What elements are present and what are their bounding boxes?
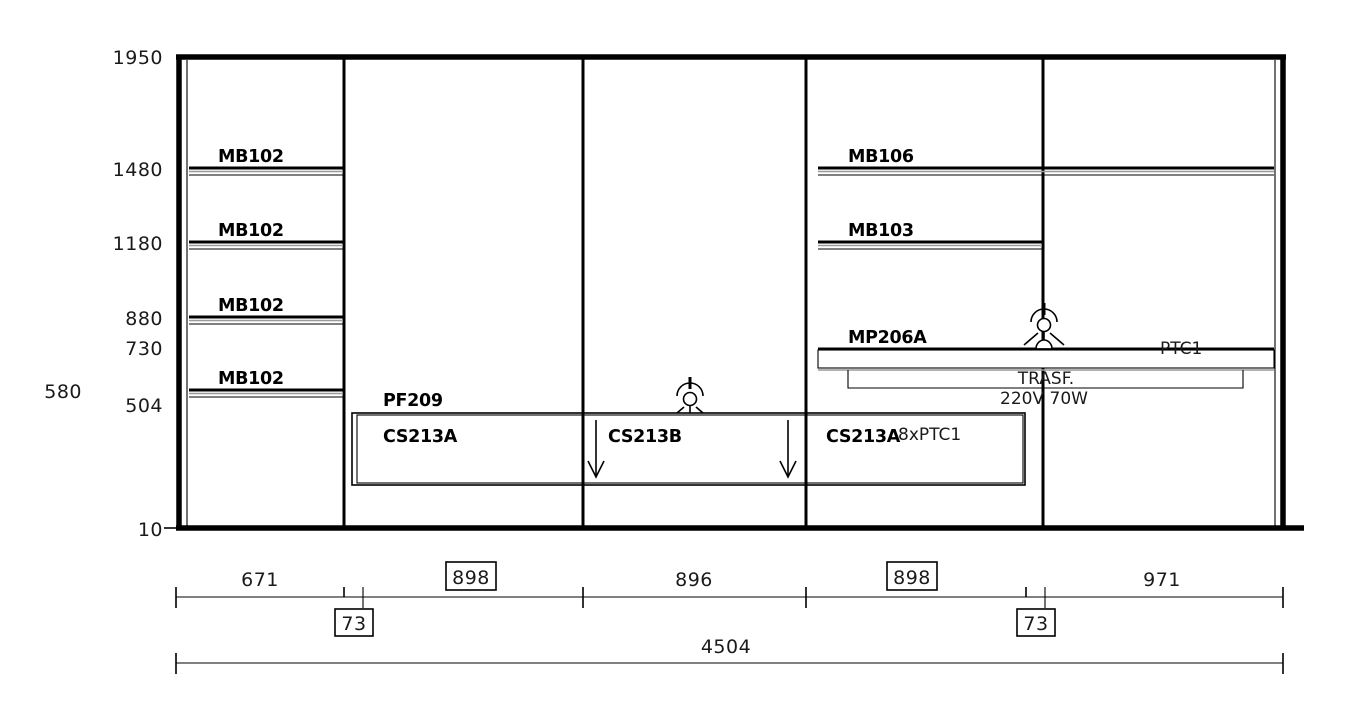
label-trasf: TRASF.	[1017, 369, 1074, 389]
label-cs213a-right: CS213A	[826, 427, 901, 447]
label-mb102-880: MB102	[218, 296, 284, 316]
down-arrow-icon-right	[779, 420, 797, 479]
label-mp206a: MP206A	[848, 328, 927, 348]
label-mb102-1180: MB102	[218, 221, 284, 241]
axis-label-10: 10	[138, 519, 163, 541]
dim-label-73-right: 73	[1023, 613, 1048, 635]
label-mb103: MB103	[848, 221, 914, 241]
label-cs213a-left: CS213A	[383, 427, 458, 447]
spotlight-icon-right	[1022, 301, 1066, 351]
label-pf209: PF209	[383, 391, 443, 411]
label-cs213b-mid: CS213B	[608, 427, 682, 447]
dim-label-896: 896	[675, 569, 713, 591]
dim-label-73-left: 73	[341, 613, 366, 635]
dimension-line-segments: 671 73 898 896 898 73 971	[175, 561, 1284, 637]
label-ptc1: PTC1	[1160, 339, 1202, 359]
annotation-labels: PF209 CS213A CS213B CS213A 8xPTC1 PTC1 T…	[383, 339, 1202, 447]
shelf-mb102-880	[189, 315, 343, 325]
axis-label-1950: 1950	[113, 47, 163, 69]
base-unit-box	[351, 412, 1026, 486]
cabinet-outer-frame	[176, 54, 1304, 531]
dim-label-898-right: 898	[893, 567, 931, 589]
label-mb102-1480: MB102	[218, 147, 284, 167]
axis-label-504: 504	[125, 395, 163, 417]
dimension-line-total: 4504	[175, 636, 1284, 674]
down-arrow-icon-left	[587, 420, 605, 479]
shelf-mb102-1480	[189, 166, 343, 176]
dim-label-971: 971	[1143, 569, 1181, 591]
dim-label-898-left: 898	[452, 567, 490, 589]
dim-label-671: 671	[241, 569, 279, 591]
vertical-axis-labels: 1950 1480 1180 880 730 504 10 580	[44, 47, 163, 541]
shelf-code-labels: MB102 MB102 MB102 MB102 MB106 MB103 MP20…	[218, 147, 928, 389]
axis-label-730: 730	[125, 338, 163, 360]
axis-label-1180: 1180	[113, 233, 163, 255]
shelf-mb102-504	[189, 388, 343, 398]
shelf-group-left	[189, 166, 343, 398]
shelf-mb103-1180	[818, 240, 1042, 250]
dim-label-total: 4504	[701, 636, 751, 658]
label-trasf-rating: 220V 70W	[1000, 389, 1088, 409]
label-mb106: MB106	[848, 147, 914, 167]
label-mb102-504: MB102	[218, 369, 284, 389]
shelf-mb102-1180	[189, 240, 343, 250]
shelf-mb106-1480	[818, 166, 1274, 176]
axis-label-580: 580	[44, 381, 82, 403]
axis-label-880: 880	[125, 308, 163, 330]
shelf-group-right	[817, 166, 1275, 389]
label-8xptc1: 8xPTC1	[898, 425, 961, 445]
axis-label-1480: 1480	[113, 159, 163, 181]
